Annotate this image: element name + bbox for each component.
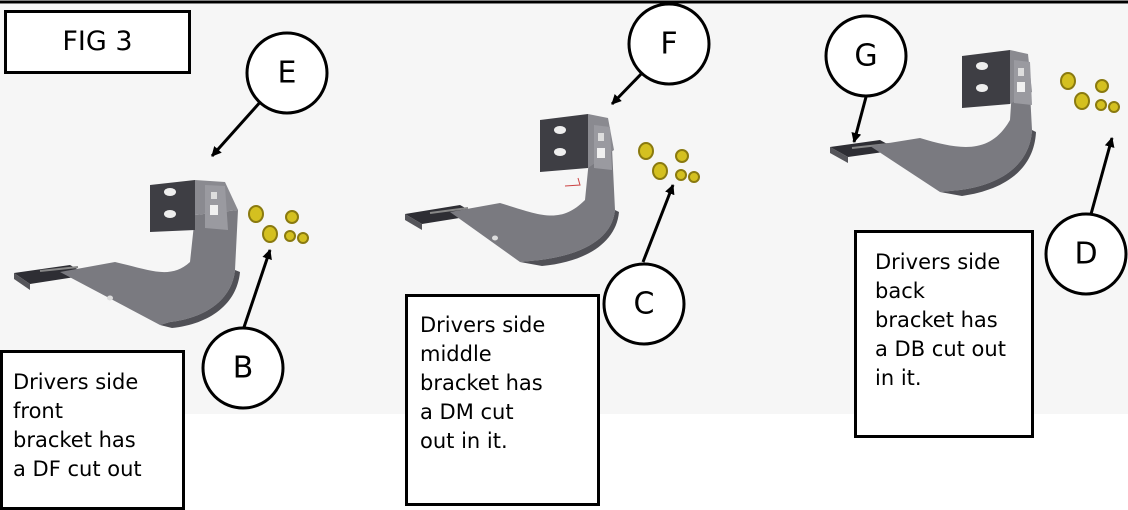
note-line: back <box>875 279 925 303</box>
note-front-bracket: Drivers side front bracket has a DF cut … <box>0 350 185 510</box>
note-line: out in it. <box>420 429 508 453</box>
arrow-d <box>1086 137 1115 226</box>
note-line: Drivers side <box>13 370 139 394</box>
washer <box>248 205 264 223</box>
washer <box>652 162 668 180</box>
front-bracket-foot <box>14 265 88 284</box>
callout-c-label: C <box>634 287 655 322</box>
df-cutout-mark <box>211 192 217 199</box>
callout-d-label: D <box>1074 237 1097 272</box>
callout-g-label: G <box>854 39 877 74</box>
note-line: in it. <box>875 366 922 390</box>
middle-bracket-upright <box>540 114 588 172</box>
middle-bracket-hole <box>554 126 566 134</box>
washer <box>1095 79 1109 93</box>
callout-f: F <box>627 2 711 86</box>
callout-c: C <box>602 262 686 346</box>
note-line: bracket has <box>420 371 543 395</box>
back-bracket <box>830 50 1036 196</box>
washer <box>285 210 299 224</box>
callout-b-label: B <box>233 351 254 386</box>
nut <box>1095 99 1107 111</box>
back-bracket-hole <box>976 84 988 92</box>
middle-bracket-arm <box>450 148 615 262</box>
callout-e: E <box>245 31 329 115</box>
back-hardware <box>1060 72 1120 113</box>
note-middle-bracket: Drivers side middle bracket has a DM cut… <box>405 294 600 506</box>
note-line: middle <box>420 342 492 366</box>
arrow-c <box>641 184 675 263</box>
arrow-f <box>610 68 647 106</box>
nut <box>675 169 687 181</box>
nut <box>688 171 700 183</box>
nut <box>297 232 309 244</box>
callout-d: D <box>1044 212 1128 296</box>
figure-title: FIG 3 <box>4 10 191 74</box>
note-line: a DF cut out <box>13 457 142 481</box>
note-line: a DM cut <box>420 400 514 424</box>
front-bracket-hole <box>164 188 176 196</box>
front-hardware <box>248 205 309 244</box>
washer <box>1074 92 1090 110</box>
back-bracket-hole <box>976 62 988 70</box>
nut <box>1108 101 1120 113</box>
nut <box>284 230 296 242</box>
note-back-bracket: Drivers side back bracket has a DB cut o… <box>854 230 1034 438</box>
back-bracket-upright <box>962 50 1010 108</box>
callout-e-label: E <box>278 56 297 91</box>
back-bracket-arm <box>870 90 1032 192</box>
front-bracket <box>14 180 240 328</box>
middle-hardware <box>638 142 700 183</box>
arrow-e <box>210 99 264 157</box>
note-line: bracket has <box>13 428 136 452</box>
middle-bracket <box>405 114 619 266</box>
front-bracket-hole <box>164 210 176 218</box>
front-bracket-upright <box>150 180 195 232</box>
washer <box>675 149 689 163</box>
note-line: Drivers side <box>420 313 546 337</box>
db-cutout-mark <box>1018 68 1024 76</box>
callout-b: B <box>201 326 285 410</box>
front-bracket-arm <box>60 210 238 325</box>
note-line: Drivers side <box>875 250 1001 274</box>
washer <box>638 142 654 160</box>
callout-f-label: F <box>660 27 677 62</box>
note-line: bracket has <box>875 308 998 332</box>
washer <box>262 225 278 243</box>
middle-bracket-hole <box>554 148 566 156</box>
callout-g: G <box>824 14 908 98</box>
dm-cutout-mark <box>598 133 604 141</box>
note-line: front <box>13 399 63 423</box>
note-line: a DB cut out <box>875 337 1006 361</box>
washer <box>1060 72 1076 90</box>
